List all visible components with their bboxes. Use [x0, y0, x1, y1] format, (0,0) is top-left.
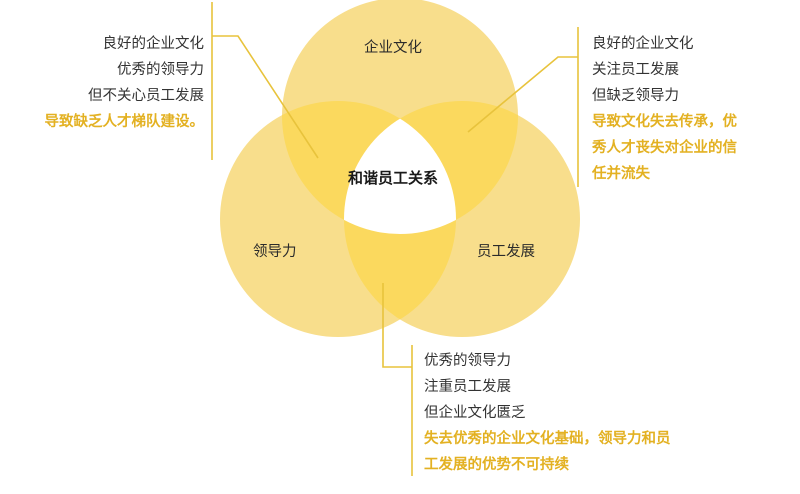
callout-right-highlight-3: 任并流失	[592, 166, 650, 182]
circle-label-leadership: 领导力	[253, 244, 297, 260]
callout-left-line-2: 优秀的领导力	[117, 62, 204, 78]
callout-bottom-highlight-1: 失去优秀的企业文化基础，领导力和员	[424, 431, 671, 447]
callout-right-highlight-2: 秀人才丧失对企业的信	[592, 140, 737, 156]
callout-right-highlight-1: 导致文化失去传承，优	[592, 114, 737, 130]
callout-right-line-3: 但缺乏领导力	[592, 88, 679, 104]
connector-bottom-leader	[382, 283, 412, 368]
callout-bottom-highlight-2: 工发展的优势不可持续	[424, 457, 569, 473]
circle-label-corporate-culture: 企业文化	[364, 40, 422, 56]
circle-label-employee-development: 员工发展	[477, 244, 535, 260]
callout-bottom: 优秀的领导力 注重员工发展 但企业文化匮乏 失去优秀的企业文化基础，领导力和员 …	[424, 348, 794, 478]
center-label-harmonious-employee-relations: 和谐员工关系	[348, 170, 439, 187]
callout-left-highlight-1: 导致缺乏人才梯队建设。	[44, 114, 205, 130]
callout-bottom-line-3: 但企业文化匮乏	[424, 405, 526, 421]
callout-left-line-3: 但不关心员工发展	[88, 88, 204, 104]
callout-left-line-1: 良好的企业文化	[102, 36, 205, 52]
callout-left: 良好的企业文化 优秀的领导力 但不关心员工发展 导致缺乏人才梯队建设。	[8, 31, 205, 135]
callout-right-line-2: 关注员工发展	[592, 62, 679, 78]
connector-lines	[211, 2, 579, 476]
callout-right: 良好的企业文化 关注员工发展 但缺乏领导力 导致文化失去传承，优 秀人才丧失对企…	[592, 31, 796, 187]
callout-right-line-1: 良好的企业文化	[592, 36, 694, 52]
connector-right-leader	[467, 56, 578, 133]
callout-bottom-line-1: 优秀的领导力	[424, 353, 511, 369]
connector-left-leader	[212, 35, 319, 159]
callout-bottom-line-2: 注重员工发展	[424, 379, 511, 395]
